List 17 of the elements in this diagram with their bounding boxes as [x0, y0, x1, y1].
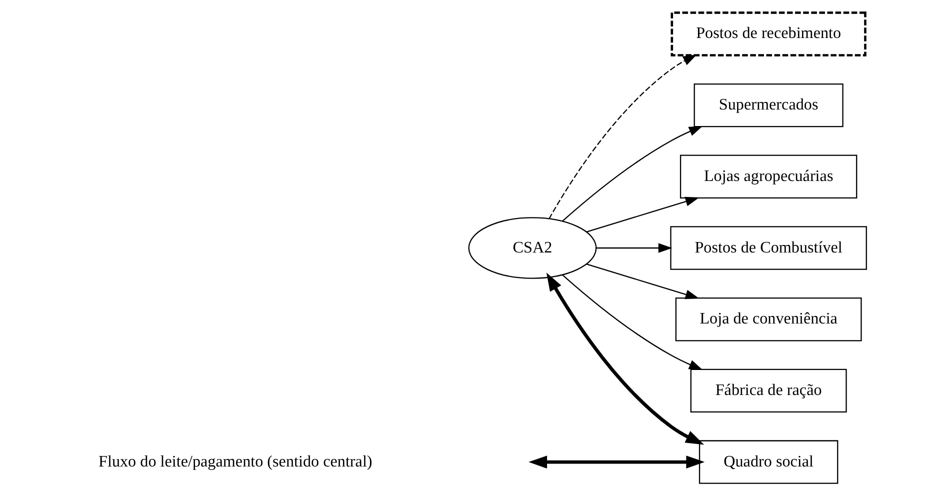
node-box: Lojas agropecuárias: [680, 154, 858, 199]
label: Fluxo do leite/pagamento (sentido central): [98, 453, 372, 470]
arrow: [548, 54, 697, 220]
node-box: Supermercados: [694, 83, 844, 128]
node-ellipse: CSA2: [468, 217, 597, 279]
arrow: [562, 274, 703, 370]
node-box: Fábrica de ração: [690, 368, 847, 413]
arrow: [596, 243, 672, 253]
node-box: Loja de conveniência: [675, 297, 862, 342]
node-box: Postos de Combustível: [670, 226, 867, 270]
arrow: [586, 264, 700, 300]
arrow: [562, 126, 703, 222]
arrow: [528, 456, 705, 468]
node-box: Postos de recebimento: [670, 12, 866, 56]
arrow: [586, 196, 700, 232]
node-box: Quadro social: [698, 440, 838, 484]
arrow: [546, 272, 704, 445]
